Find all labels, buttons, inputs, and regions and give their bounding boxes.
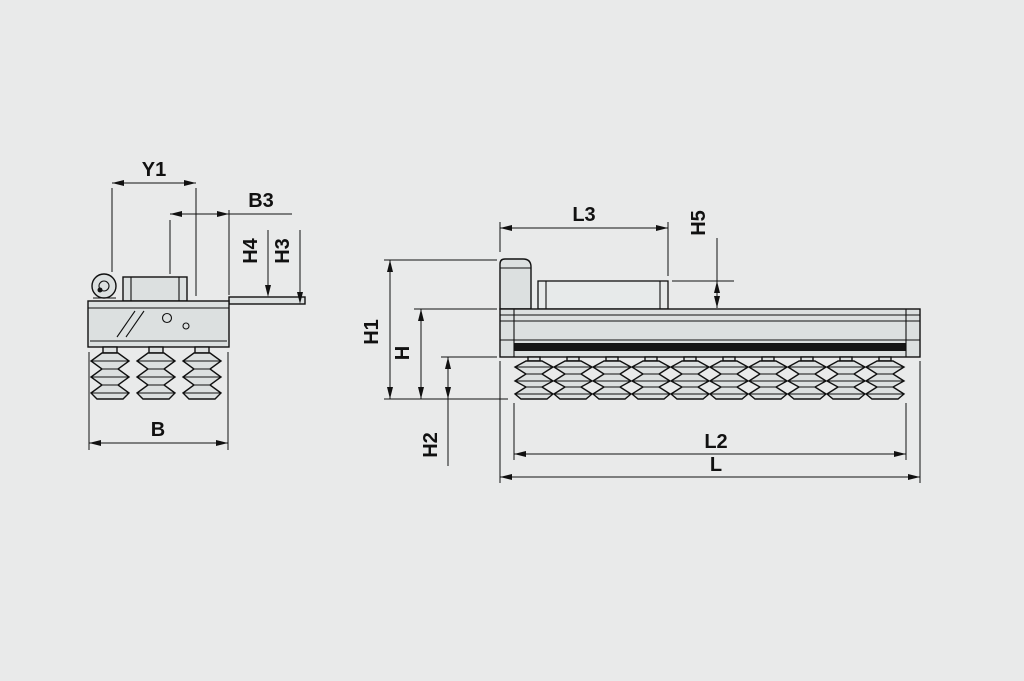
dimension-H: H [392,308,497,399]
suction-cup-bellows [670,360,710,400]
side-view-body [499,258,921,400]
suction-cup-bellows [709,360,749,400]
top-plate [537,280,669,310]
plug-connector [91,273,117,299]
dim-label-H3: H3 [272,238,294,264]
end-block [499,258,532,310]
dimension-Y1: Y1 [111,159,197,296]
valve-block [122,276,188,302]
end-view-body [87,273,306,400]
dimension-L3: L3 [499,204,669,276]
dimension-H3: H3 [272,230,303,304]
suction-cup-bellows [787,360,827,400]
dim-label-B3: B3 [248,190,274,212]
suction-cup-bellows [631,360,671,400]
suction-cup-bellows [514,360,554,400]
suction-cup-bellows [182,352,222,400]
dimension-H5: H5 [672,210,734,308]
dimension-B3: B3 [169,190,292,295]
dim-label-B: B [151,419,165,441]
dimension-H4: H4 [240,230,271,297]
suction-cup-bellows [136,352,176,400]
screw-head [182,322,190,330]
suction-cup-bellows [748,360,788,400]
dim-label-H2: H2 [420,432,442,458]
dimension-L2: L2 [513,403,907,460]
dimension-H2: H2 [420,356,497,466]
dim-label-H: H [392,346,414,360]
end-view: Y1 B3 H4 H3 B [87,159,306,450]
hatch-marks [116,310,145,338]
dim-label-L2: L2 [704,431,727,453]
suction-cup-bellows [553,360,593,400]
side-view: L3 H5 H1 H H2 [361,204,921,483]
suction-cup-bellows [826,360,866,400]
screw-head [161,312,173,324]
dimension-H1: H1 [361,259,508,400]
dim-label-H4: H4 [240,237,262,263]
dim-label-L: L [710,454,722,476]
dimension-B: B [88,352,229,450]
dim-label-H5: H5 [688,210,710,236]
suction-cup-bellows [865,360,905,400]
gripper-body [87,300,230,348]
suction-cup-bellows [90,352,130,400]
suction-cup-bellows [592,360,632,400]
dim-label-Y1: Y1 [142,159,166,181]
dim-label-L3: L3 [572,204,595,226]
crossbeam-plate [228,296,306,305]
dimension-L: L [499,361,921,483]
suction-cup-row [514,360,905,400]
dim-label-H1: H1 [361,319,383,345]
mounting-slot-band [514,343,906,351]
